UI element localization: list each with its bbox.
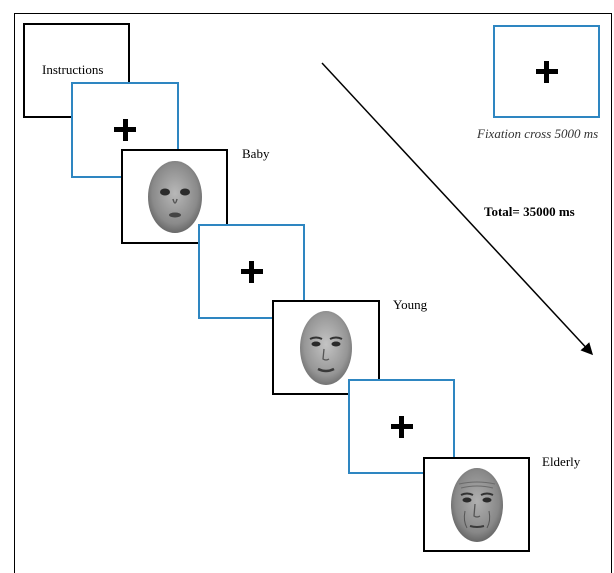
figure-frame [14,13,612,573]
baby-face-image [147,160,202,233]
elderly-face-image [450,467,503,542]
elderly-face-screen [423,457,530,552]
elderly-label: Elderly [542,454,581,469]
young-face-image [300,310,352,385]
young-label: Young [393,297,428,312]
total-label: Total= 35000 ms [484,204,575,219]
fixation-caption: Fixation cross 5000 ms [477,126,599,141]
baby-label: Baby [242,146,270,161]
instructions-label: Instructions [42,62,104,77]
legend-fixation-screen [493,25,600,118]
fixation-cross-icon [390,415,413,438]
fixation-cross-icon [240,260,263,283]
fixation-cross-icon [114,119,136,141]
fixation-cross-icon [535,60,558,83]
